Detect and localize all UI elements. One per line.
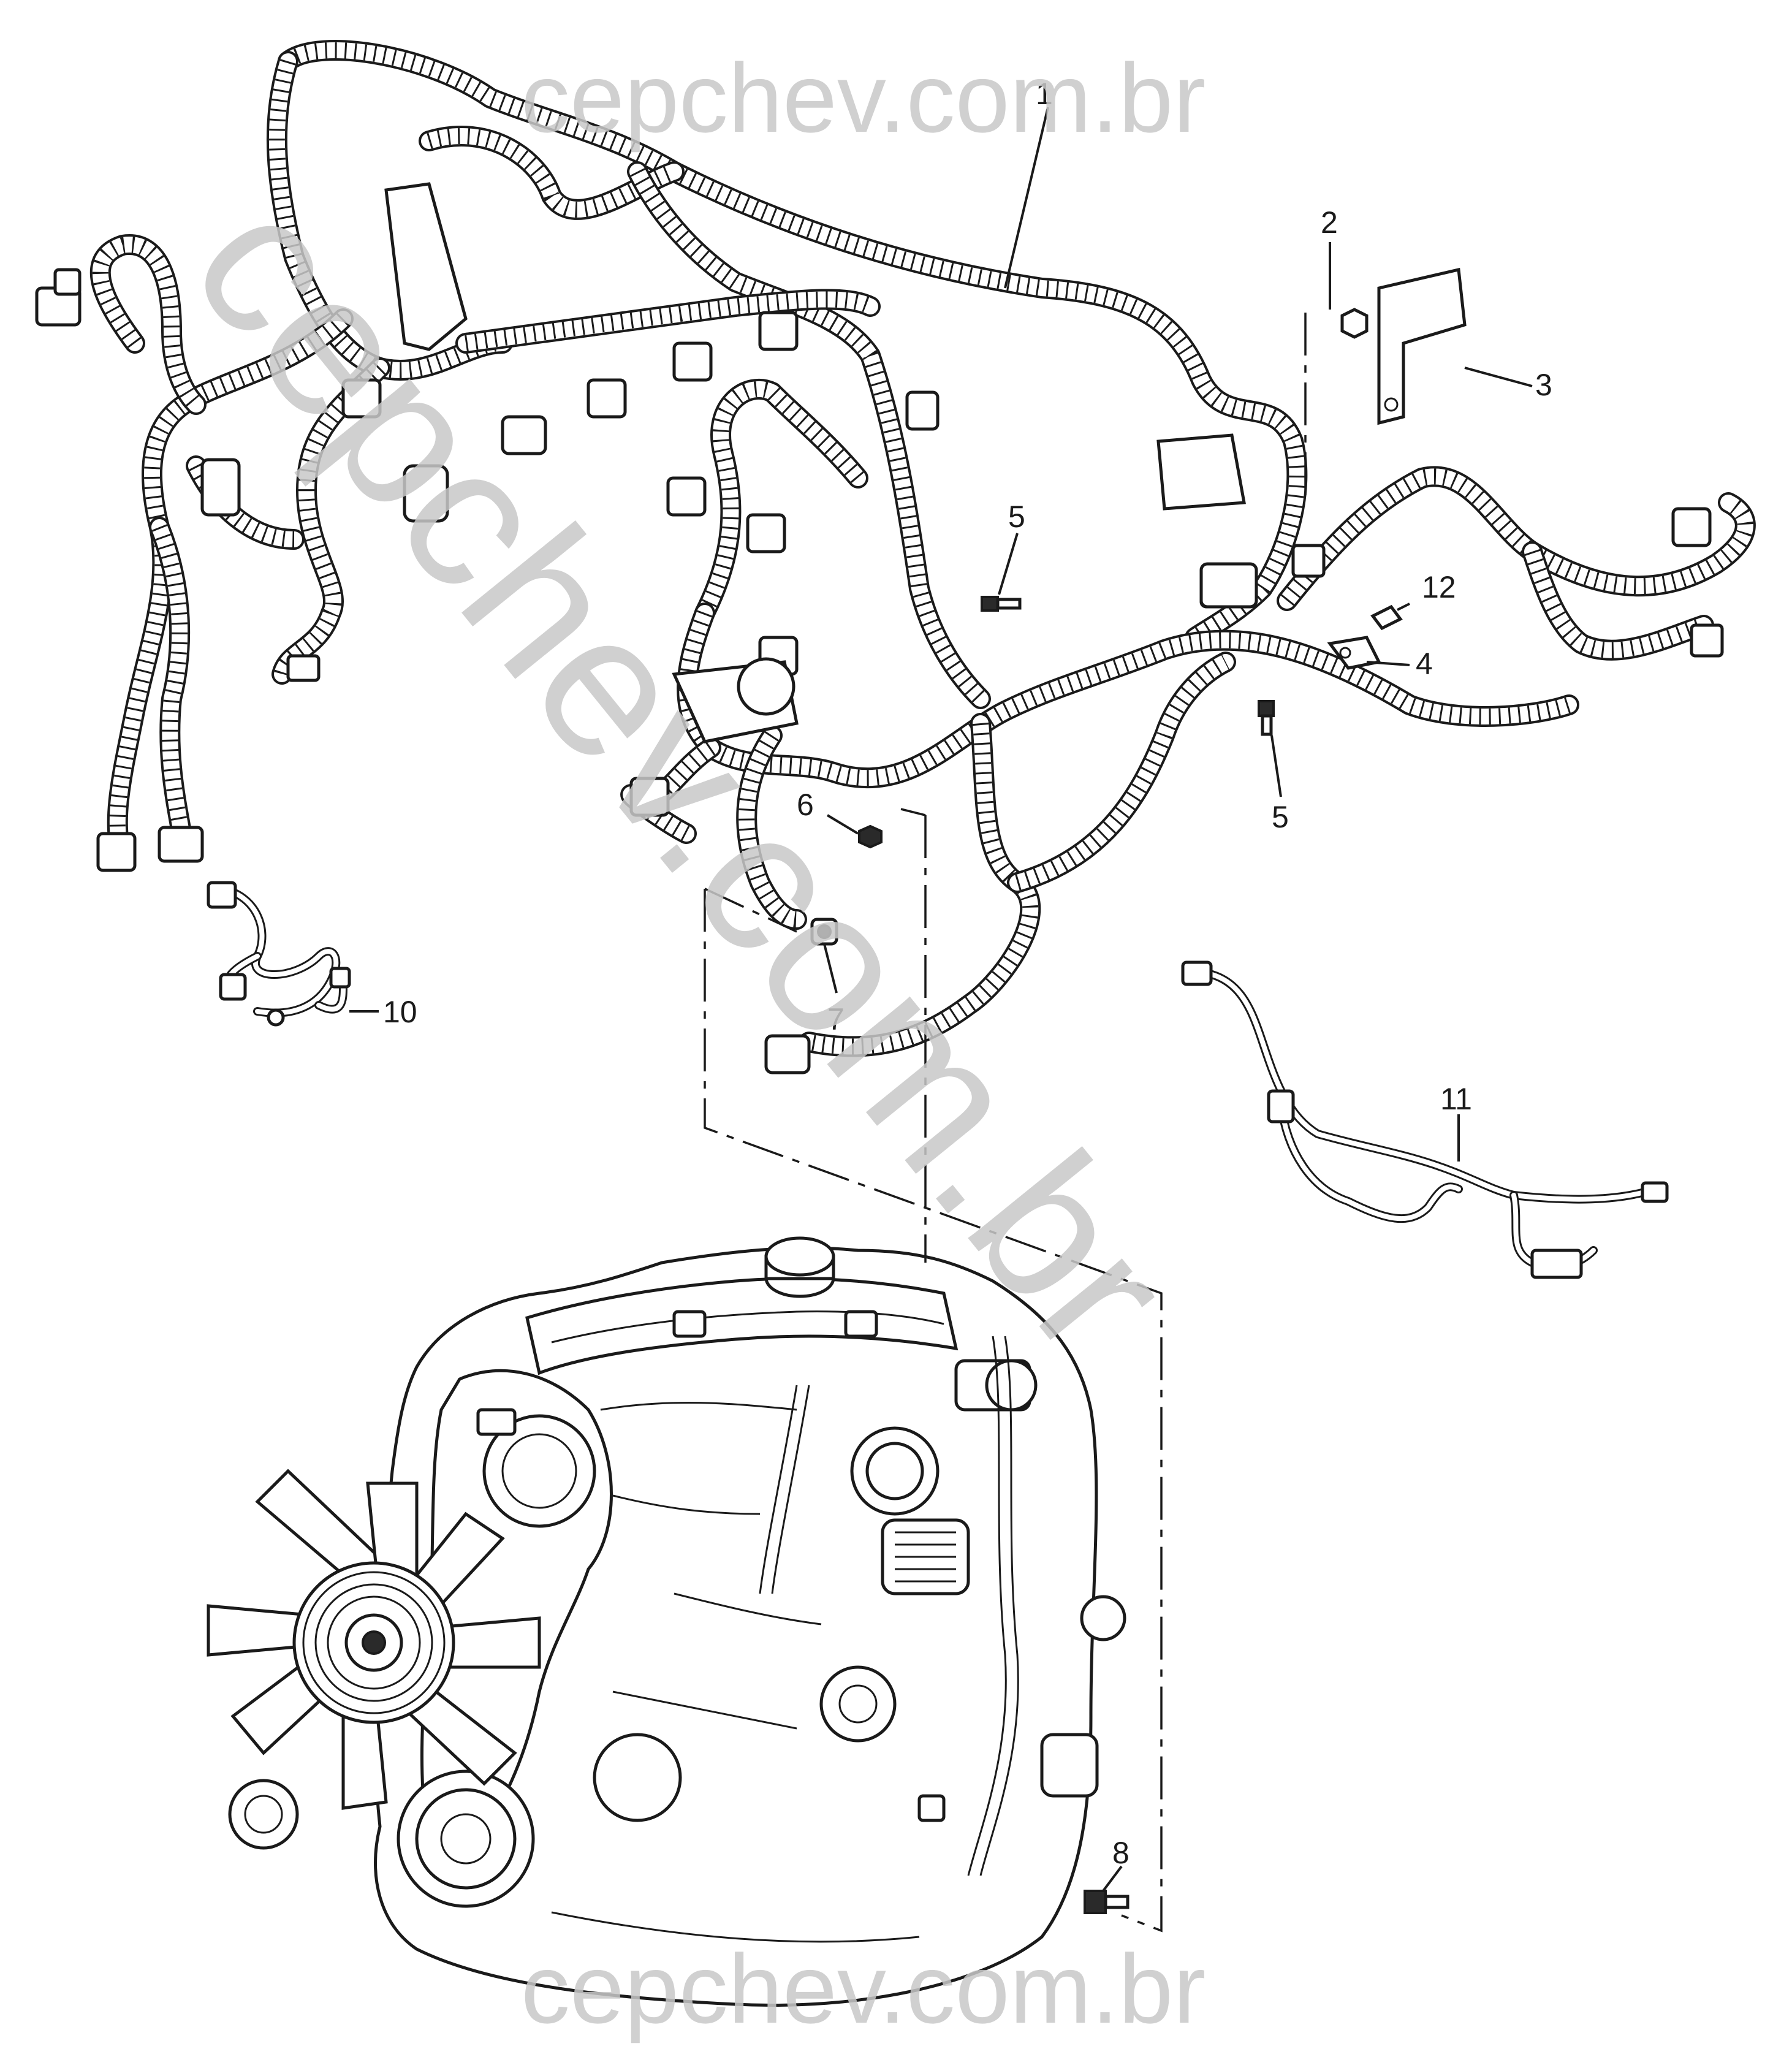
sensor-part-8 [1084, 1890, 1129, 1914]
cooling-fan [207, 1469, 541, 1810]
nut-part-6 [858, 824, 883, 849]
leader-lines [349, 107, 1533, 1892]
watermark-top: cepchev.com.br [521, 43, 1206, 153]
harness-modules [384, 182, 1258, 743]
callout-5-upper: 5 [1008, 500, 1025, 534]
callout-7: 7 [827, 1002, 845, 1036]
harness-part-11 [1181, 960, 1669, 1279]
callout-11: 11 [1440, 1082, 1472, 1116]
callout-4: 4 [1416, 647, 1433, 681]
callout-labels: 1 2 3 4 5 5 6 7 8 10 11 12 [383, 77, 1552, 1870]
watermark-bottom: cepchev.com.br [521, 1934, 1206, 2044]
callout-12: 12 [1422, 570, 1456, 604]
watermark-diagonal: cepchev.com.br [150, 154, 1215, 1396]
callout-8: 8 [1112, 1836, 1129, 1870]
callout-1: 1 [1036, 77, 1053, 111]
bolt-part-5-lower [1258, 700, 1275, 736]
callout-10: 10 [383, 995, 417, 1029]
nut-part-2 [1340, 308, 1369, 339]
grommet-part-7 [810, 918, 838, 946]
callout-5-lower: 5 [1272, 800, 1289, 834]
engine-assembly [228, 1236, 1126, 2007]
engine-wiring-harness [35, 40, 1756, 1074]
assembly-guide-lines [704, 808, 1163, 1933]
spacer-part-12 [1370, 604, 1403, 631]
callout-2: 2 [1321, 205, 1338, 240]
harness-bracket [1377, 267, 1467, 425]
harness-part-10 [207, 881, 351, 1027]
callout-6: 6 [797, 788, 814, 822]
bolt-part-5-upper [981, 596, 1022, 612]
callout-3: 3 [1535, 368, 1552, 402]
